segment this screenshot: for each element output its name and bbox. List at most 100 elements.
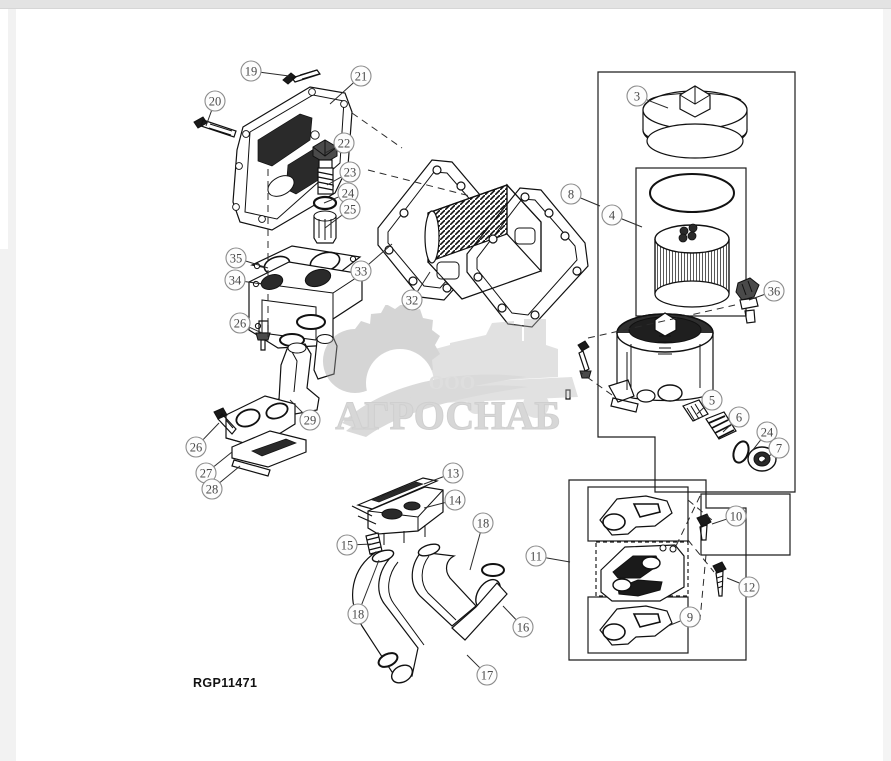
leader-line (748, 294, 765, 301)
callout-bubble (601, 204, 623, 226)
callout-number: 24 (761, 426, 774, 440)
callout-number: 11 (530, 550, 542, 564)
callout-4: 4 (601, 204, 643, 228)
leader-line (726, 577, 740, 584)
callout-number: 26 (190, 441, 203, 455)
leader-line (502, 605, 517, 620)
callout-number: 18 (352, 608, 365, 622)
part-33-gasket-right (466, 187, 589, 328)
leader-line (249, 326, 263, 334)
leader-line (761, 454, 772, 463)
callout-36: 36 (748, 280, 785, 302)
callout-number: 35 (230, 252, 243, 266)
part-24-oring-lower (732, 440, 750, 464)
leader-line (324, 214, 342, 229)
callout-19: 19 (240, 60, 290, 82)
callout-18: 18 (347, 559, 380, 625)
callout-8: 8 (560, 183, 601, 207)
part-27-28-housing (225, 395, 307, 477)
callout-21: 21 (329, 65, 372, 105)
leader-line (326, 176, 342, 186)
callout-bubble (204, 90, 226, 112)
callout-number: 29 (304, 414, 317, 428)
callout-28: 28 (201, 465, 241, 500)
callout-7: 7 (761, 437, 790, 463)
part-16-tube-short (411, 543, 508, 641)
callout-10: 10 (711, 505, 747, 527)
callout-number: 34 (229, 274, 242, 288)
callout-3: 3 (626, 85, 669, 109)
callout-number: 23 (344, 166, 357, 180)
part-20-bolt (193, 116, 237, 138)
left-gutter-white (0, 9, 8, 249)
part-13-gasket-strip (356, 477, 439, 510)
part-32-oil-cooler-core (424, 183, 542, 300)
callout-number: 8 (568, 188, 574, 202)
callout-14: 14 (423, 489, 466, 511)
leader-line (423, 476, 444, 485)
callout-bubble (756, 421, 778, 443)
leader-line (202, 422, 220, 440)
leader-line (323, 196, 339, 204)
part-25-valve (313, 210, 337, 244)
part-elbow-tube (278, 334, 338, 415)
callout-bubble (185, 436, 207, 458)
part-12-bolt (712, 561, 727, 597)
callout-bubble (339, 198, 361, 220)
part-7-cap (747, 446, 777, 472)
leader-line (621, 218, 643, 228)
callout-17: 17 (466, 654, 498, 686)
callout-number: 36 (768, 285, 781, 299)
callout-number: 14 (449, 494, 462, 508)
callout-13: 13 (423, 462, 464, 485)
callout-number: 15 (341, 539, 354, 553)
callout-bubble (560, 183, 582, 205)
part-4-filter-element (649, 173, 735, 308)
callout-bubble (525, 545, 547, 567)
callout-bubble (444, 489, 466, 511)
leader-line (646, 99, 669, 109)
filter-element-box (635, 167, 747, 317)
callout-number: 17 (481, 669, 494, 683)
callout-bubble (725, 505, 747, 527)
callout-number: 22 (338, 137, 351, 151)
leader-line (324, 147, 335, 154)
leader-line (357, 543, 373, 546)
part-18-orings (377, 563, 505, 668)
callout-bubble (339, 161, 361, 183)
callout-11: 11 (525, 545, 571, 567)
callout-layer: 1920212223242535342629262728333238436562… (185, 60, 790, 686)
callout-number: 28 (206, 483, 219, 497)
callout-bubble (476, 664, 498, 686)
leader-line (696, 406, 705, 415)
leader-line (417, 271, 431, 292)
callout-bubble (350, 65, 372, 87)
part-10-plug (696, 513, 712, 541)
callout-number: 24 (342, 187, 355, 201)
callout-18: 18 (469, 512, 494, 571)
callout-27: 27 (195, 451, 233, 484)
leader-line (245, 281, 269, 286)
callout-bubble (768, 437, 790, 459)
callout-bubble (701, 389, 723, 411)
callout-number: 27 (200, 467, 213, 481)
part-11-gasket-upper (599, 495, 673, 536)
callout-bubble (225, 247, 247, 269)
callout-number: 32 (406, 294, 419, 308)
leader-line (361, 559, 380, 605)
construction-lines (267, 112, 736, 621)
part-small-bolts (565, 340, 592, 400)
callout-bubble (728, 406, 750, 428)
callout-23: 23 (326, 161, 361, 186)
callout-number: 5 (709, 394, 715, 408)
callout-26: 26 (185, 422, 220, 458)
callout-number: 25 (344, 203, 357, 217)
leader-line (667, 620, 681, 627)
callout-35: 35 (225, 247, 269, 269)
callout-33: 33 (350, 243, 393, 282)
part-26-bolt-lower (213, 407, 237, 435)
callout-bubble (626, 85, 648, 107)
callout-bubble (442, 462, 464, 484)
part-housing-center (600, 544, 685, 602)
